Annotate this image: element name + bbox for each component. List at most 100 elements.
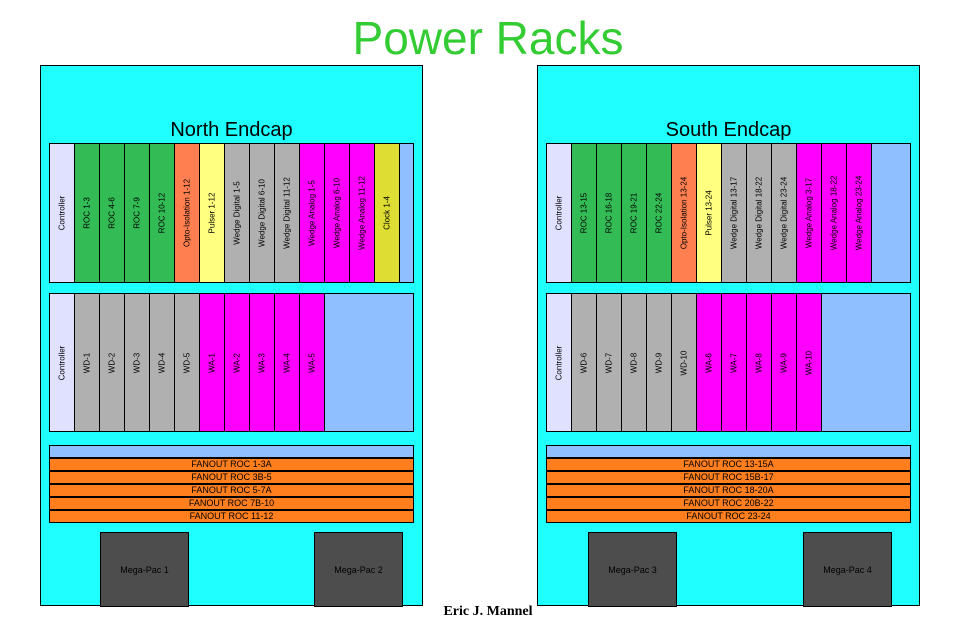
module-digital: WD-9 bbox=[647, 294, 672, 431]
module-label: WD-4 bbox=[157, 352, 167, 373]
module-opto: Opto-Isolation 13-24 bbox=[672, 144, 697, 282]
empty-strip bbox=[49, 445, 414, 458]
module-digital: WD-10 bbox=[672, 294, 697, 431]
fanout-row: FANOUT ROC 1-3A bbox=[49, 458, 414, 471]
module-label: WD-6 bbox=[579, 352, 589, 373]
module-label: WD-2 bbox=[107, 352, 117, 373]
module-label: Wedge Analog 23-24 bbox=[854, 175, 864, 251]
rack-title: South Endcap bbox=[665, 119, 792, 141]
module-label: Wedge Analog 18-22 bbox=[829, 175, 839, 251]
module-label: Pulser 1-12 bbox=[207, 192, 217, 234]
module-roc: ROC 16-18 bbox=[597, 144, 622, 282]
module-pulser: Pulser 13-24 bbox=[697, 144, 722, 282]
module-digital: WD-3 bbox=[125, 294, 150, 431]
rack-title: North Endcap bbox=[170, 119, 293, 141]
page-title: Power Racks bbox=[352, 12, 624, 64]
module-label: Opto-Isolation 13-24 bbox=[679, 176, 689, 250]
module-digital: WD-4 bbox=[150, 294, 175, 431]
module-label: Wedge Digital 18-22 bbox=[754, 176, 764, 250]
module-label: ROC 1-3 bbox=[82, 197, 92, 229]
fanout-row: FANOUT ROC 11-12 bbox=[49, 510, 414, 523]
module-label: WA-1 bbox=[207, 352, 217, 373]
module-analog: Wedge Analog 1-5 bbox=[300, 144, 325, 282]
module-analog: WA-6 bbox=[697, 294, 722, 431]
module-roc: ROC 10-12 bbox=[150, 144, 175, 282]
module-label: Clock 1-4 bbox=[382, 196, 392, 230]
megapac-1: Mega-Pac 1 bbox=[100, 532, 189, 607]
module-label: WA-6 bbox=[704, 352, 714, 373]
module-label: ROC 22-24 bbox=[654, 192, 664, 234]
module-label: WD-3 bbox=[132, 352, 142, 373]
module-opto: Opto-Isolation 1-12 bbox=[175, 144, 200, 282]
module-label: ROC 7-9 bbox=[132, 197, 142, 229]
module-roc: ROC 4-6 bbox=[100, 144, 125, 282]
module-analog: WA-7 bbox=[722, 294, 747, 431]
module-label: ROC 13-15 bbox=[579, 192, 589, 234]
module-analog: WA-8 bbox=[747, 294, 772, 431]
module-roc: ROC 13-15 bbox=[572, 144, 597, 282]
module-label: Pulser 13-24 bbox=[704, 190, 714, 236]
empty-strip bbox=[546, 445, 911, 458]
megapac-4: Mega-Pac 4 bbox=[803, 532, 892, 607]
module-label: WD-7 bbox=[604, 352, 614, 373]
module-analog: WA-1 bbox=[200, 294, 225, 431]
module-label: WD-5 bbox=[182, 352, 192, 373]
module-digital: Wedge Digital 18-22 bbox=[747, 144, 772, 282]
module-label: Controller bbox=[554, 345, 564, 380]
module-label: WA-4 bbox=[282, 352, 292, 373]
module-controller: Controller bbox=[547, 144, 572, 282]
module-label: Wedge Digital 23-24 bbox=[779, 176, 789, 250]
module-label: WD-8 bbox=[629, 352, 639, 373]
module-label: ROC 16-18 bbox=[604, 192, 614, 234]
module-label: WA-5 bbox=[307, 352, 317, 373]
module-digital: Wedge Digital 1-5 bbox=[225, 144, 250, 282]
module-label: ROC 10-12 bbox=[157, 192, 167, 234]
fanout-row: FANOUT ROC 15B-17 bbox=[546, 471, 911, 484]
module-label: Wedge Digital 1-5 bbox=[232, 181, 242, 245]
fanout-row: FANOUT ROC 20B-22 bbox=[546, 497, 911, 510]
module-roc: ROC 19-21 bbox=[622, 144, 647, 282]
module-label: WA-7 bbox=[729, 352, 739, 373]
module-label: Wedge Analog 6-10 bbox=[332, 177, 342, 249]
module-label: Wedge Digital 11-12 bbox=[282, 177, 292, 249]
module-label: WA-9 bbox=[779, 352, 789, 373]
module-analog: Wedge Analog 6-10 bbox=[325, 144, 350, 282]
module-label: Wedge Analog 1-5 bbox=[307, 180, 317, 246]
mid-crate: Controller WD-6 WD-7 WD-8 WD-9 WD-10 WA-6 WA-7 W… bbox=[546, 293, 911, 432]
rack-south-endcap: South Endcap Controller ROC 13-15 ROC 16-1… bbox=[537, 65, 920, 607]
fanout-row: FANOUT ROC 23-24 bbox=[546, 510, 911, 523]
module-label: WD-9 bbox=[654, 352, 664, 373]
module-digital: WD-6 bbox=[572, 294, 597, 431]
module-label: Wedge Analog 11-12 bbox=[357, 176, 367, 250]
module-pulser: Pulser 1-12 bbox=[200, 144, 225, 282]
fanout-row: FANOUT ROC 13-15A bbox=[546, 458, 911, 471]
module-label: Wedge Digital 13-17 bbox=[729, 176, 739, 250]
module-digital: WD-7 bbox=[597, 294, 622, 431]
module-analog: Wedge Analog 3-17 bbox=[797, 144, 822, 282]
module-label: Wedge Analog 3-17 bbox=[804, 177, 814, 249]
megapac-2: Mega-Pac 2 bbox=[314, 532, 403, 607]
module-digital: Wedge Digital 13-17 bbox=[722, 144, 747, 282]
module-digital: Wedge Digital 11-12 bbox=[275, 144, 300, 282]
module-label: WD-10 bbox=[679, 350, 689, 375]
module-label: WA-10 bbox=[804, 350, 814, 375]
module-digital: WD-2 bbox=[100, 294, 125, 431]
fanout-row: FANOUT ROC 3B-5 bbox=[49, 471, 414, 484]
module-analog: Wedge Analog 18-22 bbox=[822, 144, 847, 282]
module-controller: Controller bbox=[50, 144, 75, 282]
module-digital: WD-8 bbox=[622, 294, 647, 431]
module-roc: ROC 22-24 bbox=[647, 144, 672, 282]
module-digital: WD-1 bbox=[75, 294, 100, 431]
module-analog: WA-10 bbox=[797, 294, 822, 431]
rack-north-endcap: North Endcap Controller ROC 1-3 ROC 4-6 ROC… bbox=[40, 65, 423, 607]
module-analog: Wedge Analog 23-24 bbox=[847, 144, 872, 282]
module-digital: Wedge Digital 23-24 bbox=[772, 144, 797, 282]
module-controller: Controller bbox=[50, 294, 75, 431]
module-analog: WA-4 bbox=[275, 294, 300, 431]
fanout-row: FANOUT ROC 5-7A bbox=[49, 484, 414, 497]
module-label: WA-8 bbox=[754, 352, 764, 373]
module-label: Controller bbox=[554, 195, 564, 231]
module-roc: ROC 7-9 bbox=[125, 144, 150, 282]
module-label: Controller bbox=[57, 345, 67, 380]
